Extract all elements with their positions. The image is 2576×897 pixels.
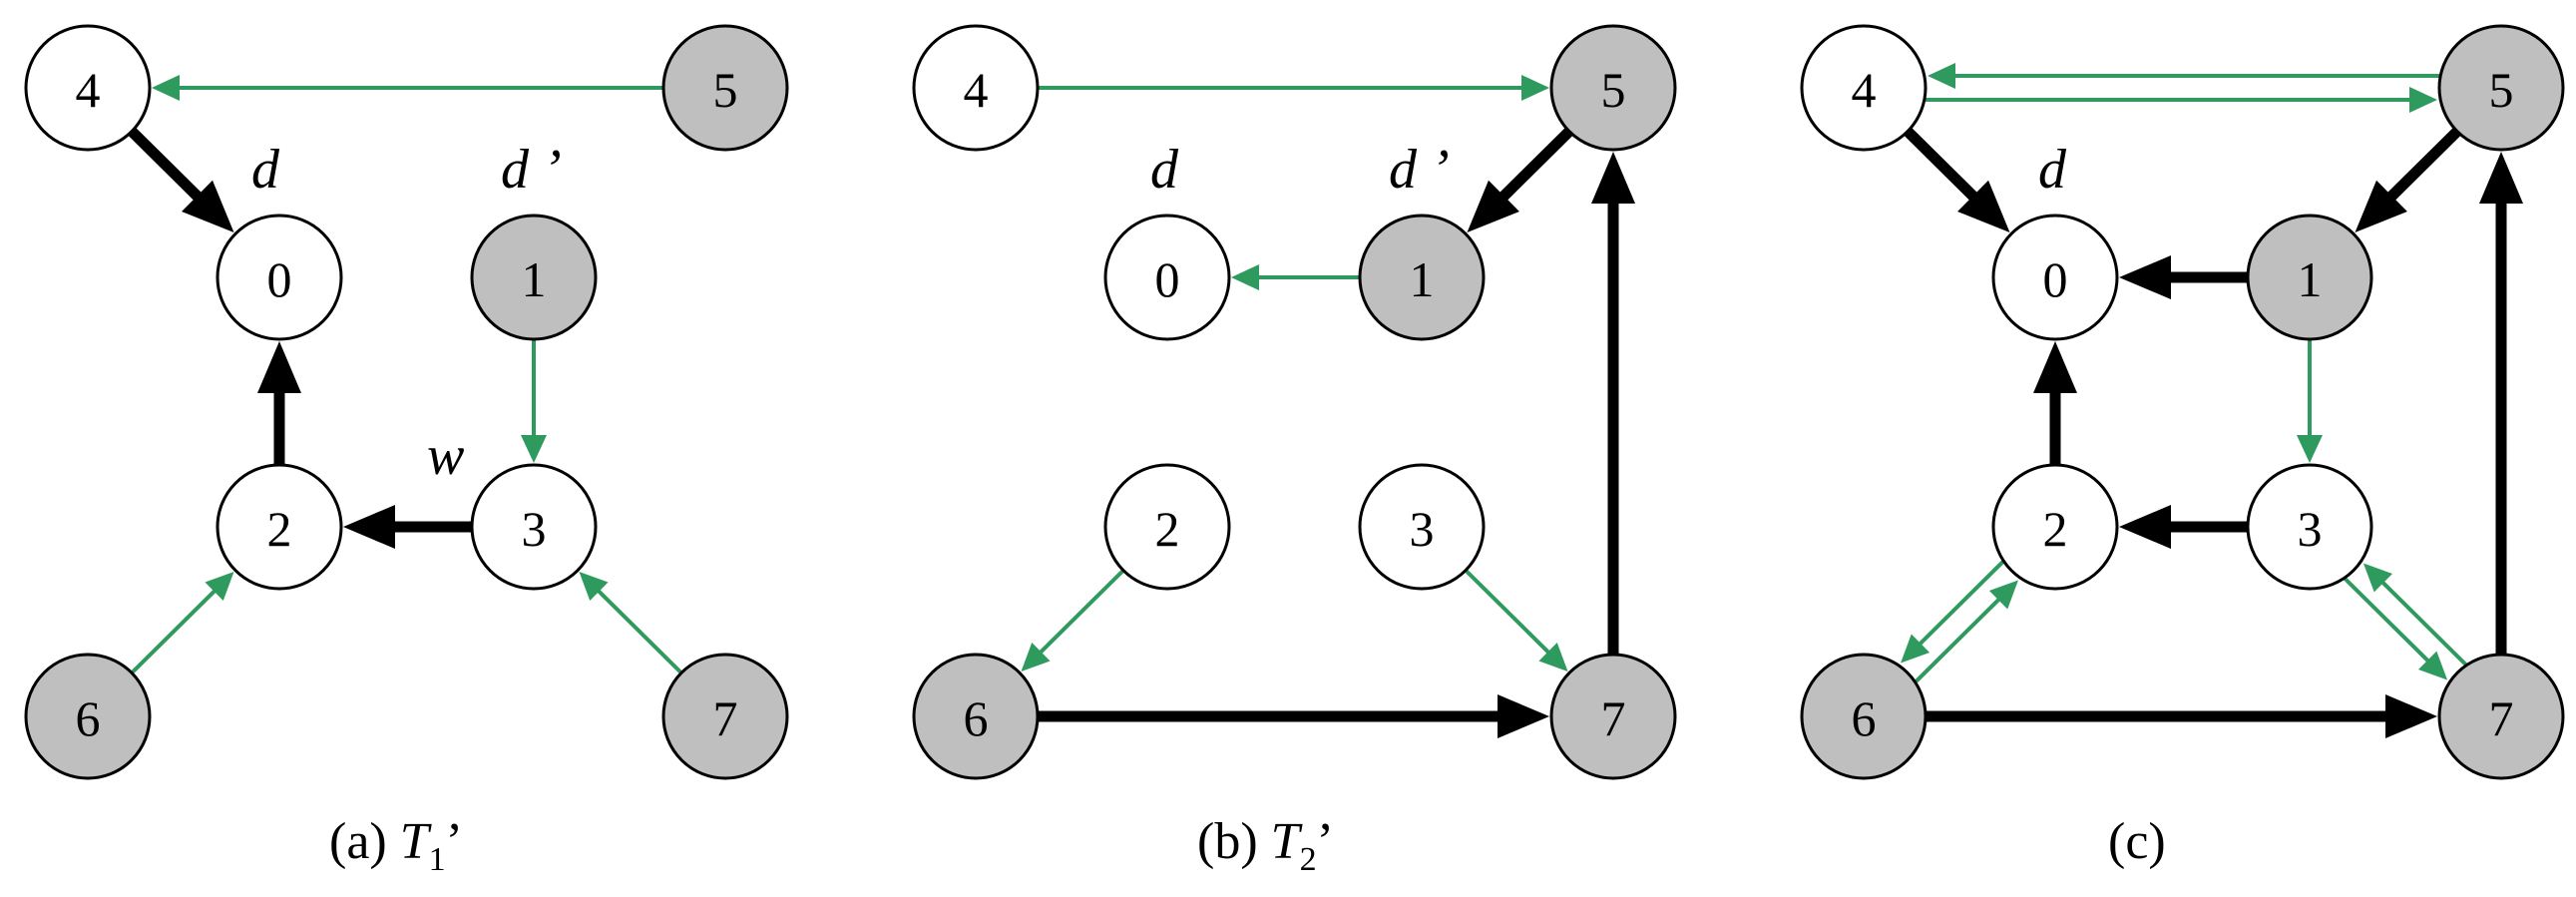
edge-b-6-to-7 <box>1038 694 1549 738</box>
node-c-3: 3 <box>2246 463 2373 591</box>
label-a-1: d ’ <box>501 139 562 201</box>
node-c-0: 0 <box>1991 214 2119 341</box>
node-label-a-5: 5 <box>713 62 738 118</box>
edge-a-4-to-0 <box>128 127 234 232</box>
node-label-c-6: 6 <box>1852 690 1877 746</box>
node-label-b-2: 2 <box>1155 501 1180 557</box>
node-label-a-0: 0 <box>267 251 292 307</box>
label-c-0: d <box>2038 139 2067 201</box>
edges-layer <box>128 63 2523 738</box>
edge-c-2-to-6 <box>1901 560 2004 664</box>
node-label-b-7: 7 <box>1601 690 1626 746</box>
node-a-1: 1 <box>470 214 598 341</box>
node-c-2: 2 <box>1991 463 2119 591</box>
edge-a-5-to-4 <box>152 75 663 101</box>
node-label-a-6: 6 <box>76 690 101 746</box>
node-label-b-0: 0 <box>1155 251 1180 307</box>
node-a-2: 2 <box>215 463 343 591</box>
node-label-a-3: 3 <box>522 501 547 557</box>
node-a-7: 7 <box>661 653 789 780</box>
edge-c-1-to-3 <box>2297 339 2323 463</box>
node-label-a-2: 2 <box>267 501 292 557</box>
node-b-4: 4 <box>912 24 1040 152</box>
node-label-b-1: 1 <box>1410 251 1435 307</box>
edge-c-4-to-0 <box>1904 127 2010 232</box>
node-a-4: 4 <box>24 24 152 152</box>
edge-c-4-to-5 <box>1926 87 2437 113</box>
node-c-6: 6 <box>1800 653 1928 780</box>
edge-b-4-to-5 <box>1038 75 1549 101</box>
edge-a-2-to-0 <box>257 341 301 465</box>
label-a-3: w <box>427 425 464 487</box>
edge-c-1-to-0 <box>2119 255 2248 299</box>
node-b-6: 6 <box>912 653 1040 780</box>
node-a-5: 5 <box>661 24 789 152</box>
edge-c-2-to-0 <box>2033 341 2077 465</box>
node-label-c-0: 0 <box>2043 251 2068 307</box>
node-b-3: 3 <box>1358 463 1486 591</box>
node-label-b-5: 5 <box>1601 62 1626 118</box>
edge-a-7-to-3 <box>579 572 683 674</box>
node-label-c-4: 4 <box>1852 62 1877 118</box>
captions-layer: (a) T1’ (b) T2’ (c) <box>329 813 2166 878</box>
node-label-b-4: 4 <box>964 62 989 118</box>
edge-c-5-to-1 <box>2355 127 2461 232</box>
node-a-6: 6 <box>24 653 152 780</box>
node-label-a-1: 1 <box>522 251 547 307</box>
node-b-7: 7 <box>1549 653 1677 780</box>
node-b-5: 5 <box>1549 24 1677 152</box>
edge-b-1-to-0 <box>1231 264 1360 290</box>
node-c-1: 1 <box>2246 214 2373 341</box>
edge-c-6-to-7 <box>1926 694 2437 738</box>
node-c-4: 4 <box>1800 24 1928 152</box>
edge-b-5-to-1 <box>1467 127 1573 232</box>
node-label-c-7: 7 <box>2489 690 2514 746</box>
node-label-a-7: 7 <box>713 690 738 746</box>
caption-a: (a) T1’ <box>329 813 463 878</box>
node-label-c-1: 1 <box>2298 251 2323 307</box>
node-label-b-6: 6 <box>964 690 989 746</box>
node-label-a-4: 4 <box>76 62 101 118</box>
edge-a-3-to-2 <box>343 505 472 549</box>
edge-a-6-to-2 <box>130 572 234 674</box>
node-label-c-3: 3 <box>2298 501 2323 557</box>
node-a-3: 3 <box>470 463 598 591</box>
edge-c-3-to-2 <box>2119 505 2248 549</box>
label-b-1: d ’ <box>1389 139 1450 201</box>
edge-c-3-to-7 <box>2344 577 2448 680</box>
edge-c-6-to-2 <box>1915 580 2018 683</box>
edge-b-2-to-6 <box>1021 569 1125 672</box>
node-b-0: 0 <box>1103 214 1231 341</box>
node-c-5: 5 <box>2437 24 2565 152</box>
node-b-2: 2 <box>1103 463 1231 591</box>
label-b-0: d <box>1150 139 1179 201</box>
edge-b-7-to-5 <box>1591 152 1635 655</box>
node-label-c-2: 2 <box>2043 501 2068 557</box>
node-a-0: 0 <box>215 214 343 341</box>
node-label-b-3: 3 <box>1410 501 1435 557</box>
caption-b: (b) T2’ <box>1197 813 1334 878</box>
edge-a-1-to-3 <box>521 339 547 463</box>
node-c-7: 7 <box>2437 653 2565 780</box>
caption-c: (c) <box>2108 813 2166 870</box>
node-b-1: 1 <box>1358 214 1486 341</box>
edge-b-3-to-7 <box>1464 569 1568 672</box>
edge-c-5-to-4 <box>1928 63 2439 89</box>
nodes-layer: 0 1 2 3 4 5 6 7 0 1 2 3 4 5 6 7 0 1 2 3 4 5 6 7 <box>24 24 2565 780</box>
edge-c-7-to-5 <box>2479 152 2523 655</box>
edge-c-7-to-3 <box>2362 563 2467 667</box>
labels-layer: d d ’ w d d ’ d <box>251 139 2067 487</box>
node-label-c-5: 5 <box>2489 62 2514 118</box>
label-a-0: d <box>251 139 280 201</box>
